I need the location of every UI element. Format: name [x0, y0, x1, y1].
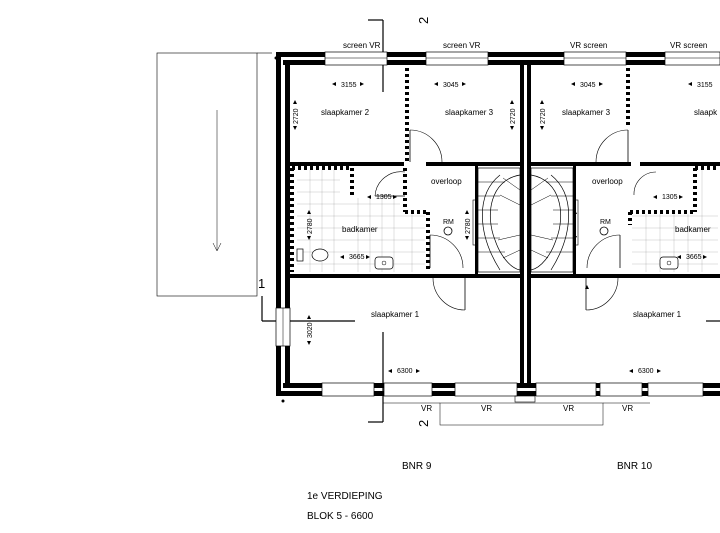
- room-label-badkamer-bnr10: badkamer: [675, 225, 711, 234]
- window-label-top-2: screen VR: [443, 41, 481, 50]
- window-label-top-3: VR screen: [570, 41, 607, 50]
- window-label-bottom-4: VR: [622, 404, 633, 413]
- bottom-windows: [321, 382, 704, 426]
- caption-block: BLOK 5 - 6600: [307, 511, 374, 522]
- dimension-2720a-bnr9: 2720: [293, 108, 300, 124]
- dimension-3155-bnr10: 3155: [697, 82, 713, 89]
- staircase-bnr9: [472, 167, 521, 273]
- bathroom-fixtures: [296, 226, 679, 270]
- dimension-6300-bnr9: 6300: [397, 368, 413, 375]
- room-label-slaapkamer-1-bnr10: slaapkamer 1: [633, 310, 682, 319]
- room-label-overloop-bnr9: overloop: [431, 177, 462, 186]
- dimension-3155-bnr9: 3155: [341, 82, 357, 89]
- caption-bnr9: BNR 9: [402, 461, 432, 472]
- dimension-3045-bnr10: 3045: [580, 82, 596, 89]
- dimension-2780b-bnr9: 2780: [465, 218, 472, 234]
- room-label-badkamer-bnr9: badkamer: [342, 225, 378, 234]
- window-label-top-1: screen VR: [343, 41, 381, 50]
- section-marker-left: 1: [258, 276, 265, 291]
- partition-walls: [290, 68, 718, 272]
- dimension-3020-bnr9: 3020: [307, 322, 314, 338]
- room-label-slaapkamer-bnr10: slaapk: [694, 108, 718, 117]
- rm-label-bnr10: RM: [600, 219, 611, 226]
- room-label-slaapkamer-3-bnr9: slaapkamer 3: [445, 108, 494, 117]
- window-label-bottom-1: VR: [421, 404, 432, 413]
- room-label-overloop-bnr10: overloop: [592, 177, 623, 186]
- room-label-slaapkamer-3-bnr10: slaapkamer 3: [562, 108, 611, 117]
- room-label-slaapkamer-2: slaapkamer 2: [321, 108, 370, 117]
- window-label-top-4: VR screen: [670, 41, 707, 50]
- dimension-2720-bnr10: 2720: [540, 108, 547, 124]
- dimension-3665-bnr9: 3665: [349, 254, 365, 261]
- rm-label-bnr9: RM: [443, 219, 454, 226]
- caption-floor: 1e VERDIEPING: [307, 491, 383, 502]
- section-lines: [261, 19, 720, 423]
- window-label-bottom-3: VR: [563, 404, 574, 413]
- section-marker-bottom: 2: [416, 420, 431, 427]
- dimension-3665-bnr10: 3665: [686, 254, 702, 261]
- left-window: [275, 307, 291, 347]
- window-label-bottom-2: VR: [481, 404, 492, 413]
- dimension-1305-bnr10: 1305: [662, 194, 678, 201]
- roof-outline: [156, 52, 285, 403]
- dimension-1305-bnr9: 1305: [376, 194, 392, 201]
- bathroom-tiles-bnr10: [632, 170, 718, 272]
- top-windows: [324, 51, 720, 66]
- staircase-bnr10: [530, 167, 579, 273]
- doors: [374, 129, 657, 311]
- dimension-2720b-bnr9: 2720: [510, 108, 517, 124]
- dimension-2780a-bnr9: 2780: [307, 218, 314, 234]
- dimension-arrows: [293, 82, 707, 373]
- caption-bnr10: BNR 10: [617, 461, 652, 472]
- room-label-slaapkamer-1-bnr9: slaapkamer 1: [371, 310, 420, 319]
- section-marker-top: 2: [416, 17, 431, 24]
- dimension-6300-bnr10: 6300: [638, 368, 654, 375]
- dimension-3045-bnr9: 3045: [443, 82, 459, 89]
